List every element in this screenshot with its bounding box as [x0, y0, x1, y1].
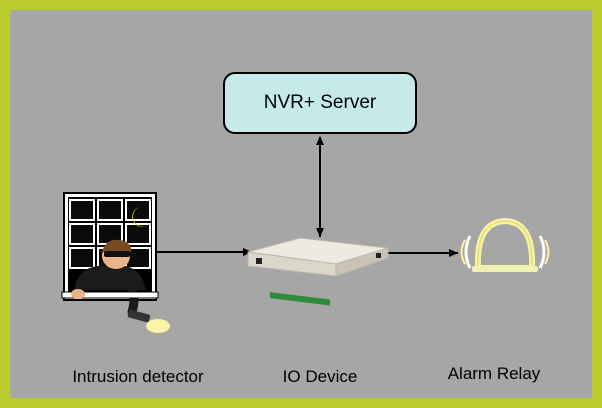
alarm-relay-label: Alarm Relay [447, 364, 541, 383]
burglar-window-icon [61, 192, 170, 333]
intrusion-detector-label: Intrusion detector [72, 367, 204, 386]
io-device-icon [247, 237, 389, 306]
io-device-label: IO Device [282, 367, 358, 386]
alarm-bell-icon [460, 217, 550, 272]
nvr-server-label: NVR+ Server [263, 92, 377, 113]
nvr-server-box: NVR+ Server [223, 72, 417, 134]
